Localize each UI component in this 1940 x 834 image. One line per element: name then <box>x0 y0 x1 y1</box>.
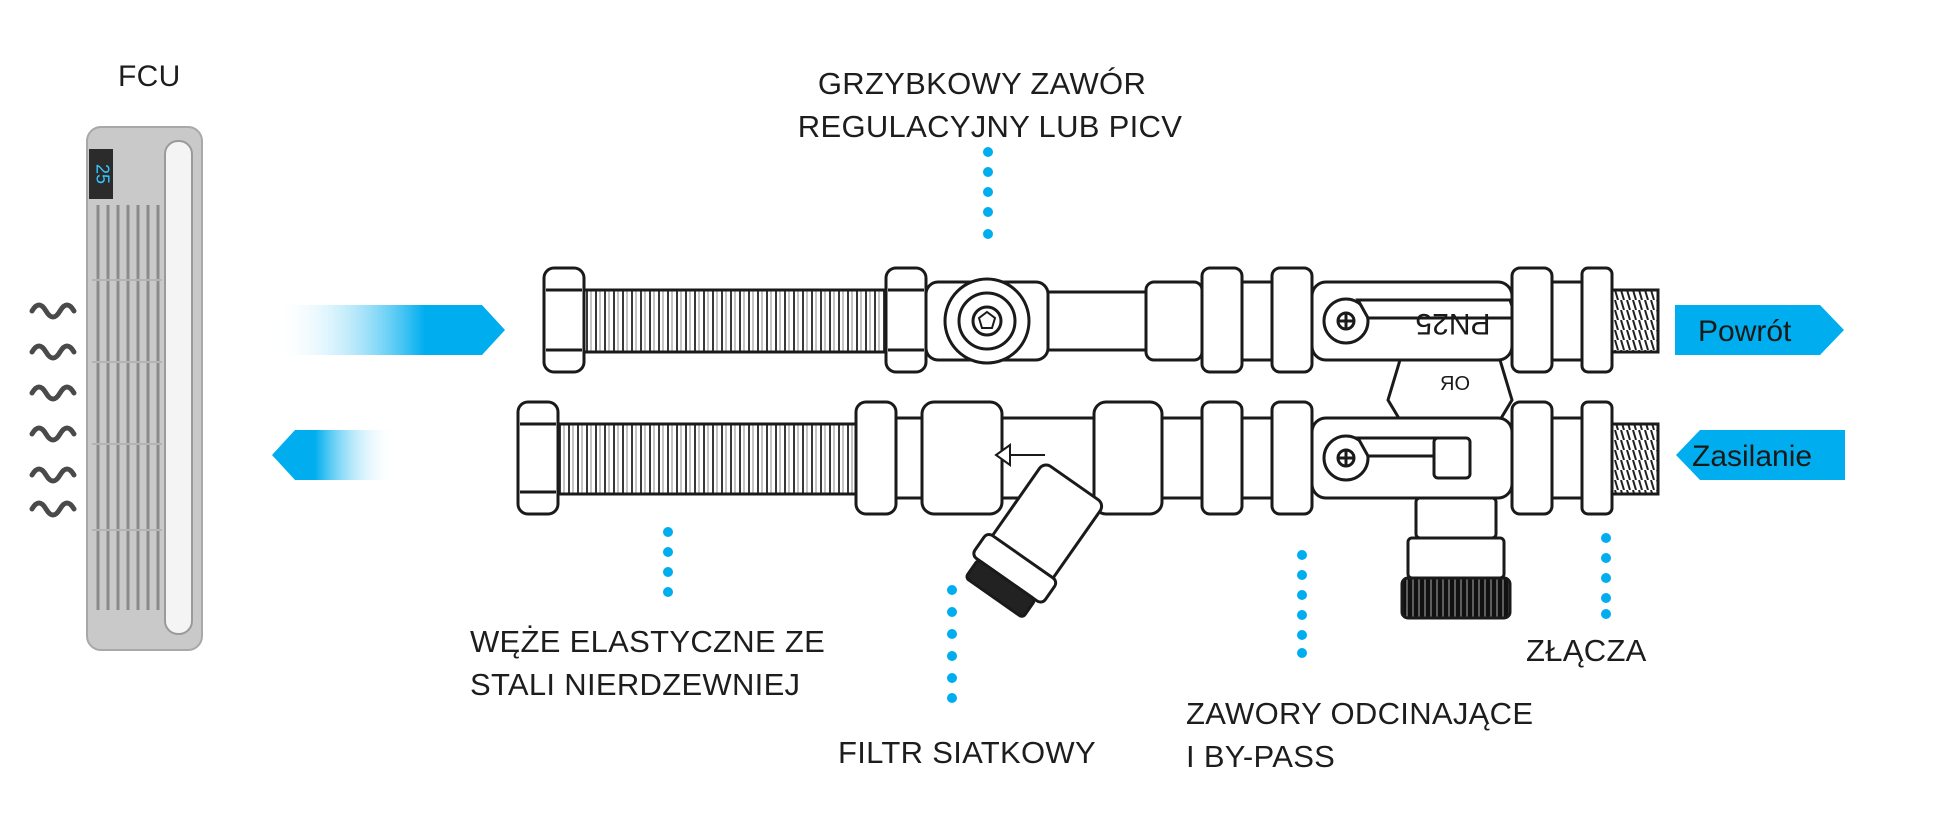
fcu-label: FCU <box>118 55 181 98</box>
lower-pipe-assembly <box>516 400 1660 620</box>
shutoff-valves-label: ZAWORY ODCINAJĄCE I BY-PASS <box>1186 692 1533 778</box>
return-flow-arrow: Powrót <box>1675 305 1844 355</box>
fcu-grille <box>96 205 160 610</box>
connectors-label-line-1: ZŁĄCZA <box>1526 633 1647 668</box>
filter-label: FILTR SIATKOWY <box>838 731 1096 774</box>
leader-control-valve <box>983 147 993 239</box>
leader-filter <box>947 585 957 703</box>
connectors-label: ZŁĄCZA <box>1526 629 1647 672</box>
shutoff-valves-label-line-1: ZAWORY ODCINAJĄCE <box>1186 696 1534 731</box>
hoses-label: WĘŻE ELASTYCZNE ZE STALI NIERDZEWNIEJ <box>470 620 825 706</box>
filter-label-line-1: FILTR SIATKOWY <box>838 735 1096 770</box>
bypass-body: ЯO <box>1386 358 1514 422</box>
airflow-wave-icons <box>29 302 77 518</box>
fcu-label-text: FCU <box>118 60 181 93</box>
control-valve-label: GRZYBKOWY ZAWÓR REGULACYJNY LUB PICV <box>780 62 1200 148</box>
leader-shutoff-valves <box>1297 550 1307 658</box>
supply-flow-arrow: Zasilanie <box>1676 430 1845 480</box>
hoses-label-line-2: STALI NIERDZEWNIEJ <box>470 667 801 702</box>
supply-flow-label: Zasilanie <box>1692 440 1812 473</box>
flow-arrow-to-fcu-icon <box>272 430 395 480</box>
shutoff-valves-label-line-2: I BY-PASS <box>1186 739 1336 774</box>
fcu-grille-bands <box>92 279 162 531</box>
upper-pipe-assembly <box>542 266 1660 374</box>
hoses-label-line-1: WĘŻE ELASTYCZNE ZE <box>470 624 826 659</box>
control-valve-label-line-2: REGULACYJNY LUB PICV <box>797 109 1183 144</box>
fcu-unit: 25 <box>86 126 203 651</box>
fcu-display-value: 25 <box>92 164 112 184</box>
fcu-display <box>89 149 113 199</box>
return-flow-label: Powrót <box>1698 315 1792 348</box>
control-valve-label-line-1: GRZYBKOWY ZAWÓR <box>817 66 1147 101</box>
leader-hoses <box>663 527 673 597</box>
flow-arrow-to-kit-icon <box>275 305 505 355</box>
leader-connectors <box>1601 533 1611 619</box>
pressure-marking: PN25 <box>1415 307 1490 340</box>
leader-dots <box>663 147 1611 703</box>
brand-marking: ЯO <box>1440 373 1470 395</box>
